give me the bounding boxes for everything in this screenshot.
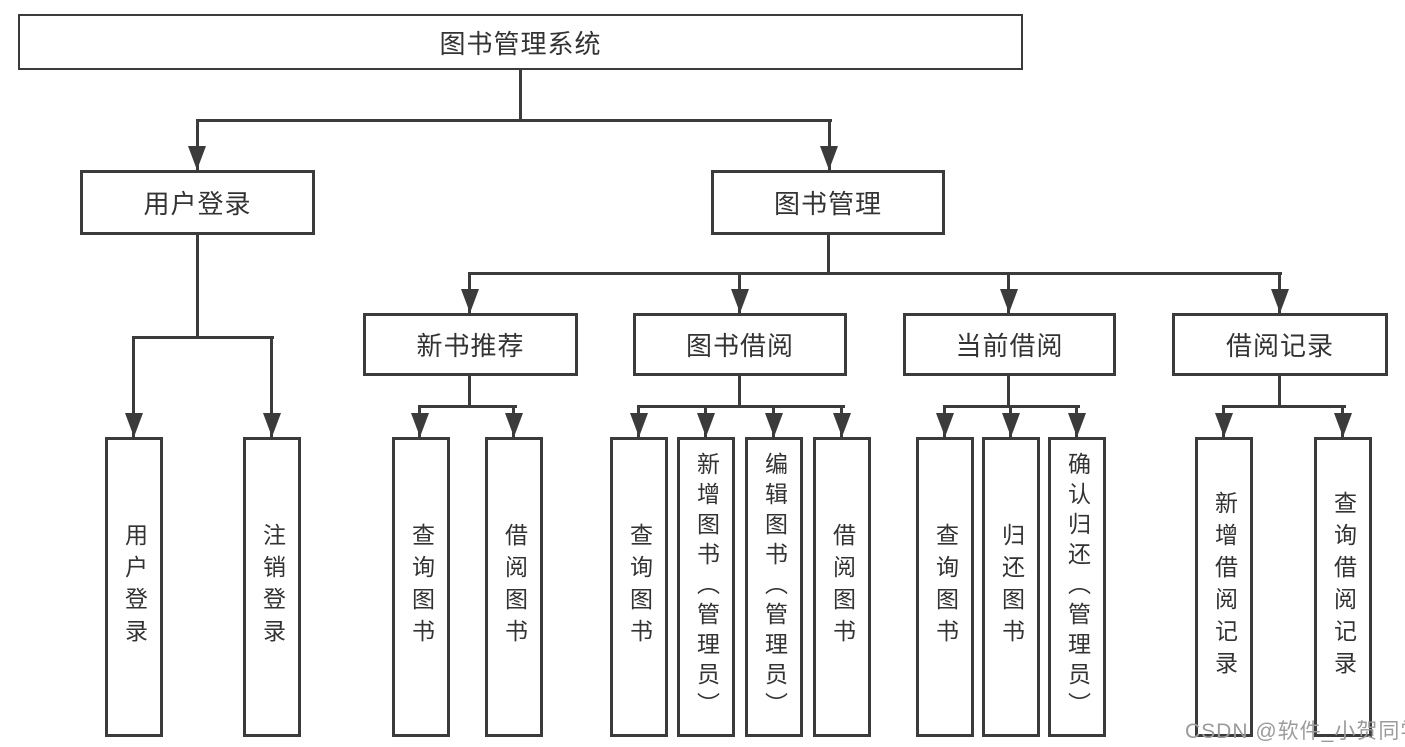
arrowhead-to-borrow-records bbox=[1271, 289, 1289, 313]
connector-bookmgmt-hline bbox=[468, 272, 1282, 275]
leaf-user-login: 用户登录 bbox=[105, 437, 163, 737]
leaf-bookborrow-add-label: 新增图书（管理员） bbox=[693, 452, 720, 722]
leaf-newbooks-query: 查询图书 bbox=[392, 437, 450, 737]
connector-userlogin-left-shaft bbox=[132, 336, 135, 437]
node-new-books-label: 新书推荐 bbox=[416, 331, 525, 361]
arrowhead-to-user-login bbox=[188, 146, 206, 170]
leaf-newbooks-query-label: 查询图书 bbox=[408, 523, 435, 651]
leaf-bookborrow-add: 新增图书（管理员） bbox=[677, 437, 735, 737]
node-borrow-records-label: 借阅记录 bbox=[1225, 331, 1334, 361]
leaf-bookborrow-query-label: 查询图书 bbox=[626, 523, 653, 651]
leaf-bookborrow-borrow-label: 借阅图书 bbox=[829, 523, 856, 651]
leaf-bookborrow-edit: 编辑图书（管理员） bbox=[745, 437, 803, 737]
connector-root-hline bbox=[196, 119, 832, 122]
node-book-borrow: 图书借阅 bbox=[633, 313, 847, 376]
connector-userlogin-right-shaft bbox=[270, 336, 273, 437]
node-root-label: 图书管理系统 bbox=[439, 28, 602, 59]
node-user-login: 用户登录 bbox=[80, 170, 315, 235]
arrowhead-to-br-add bbox=[1215, 413, 1233, 437]
leaf-currentborrow-query: 查询图书 bbox=[916, 437, 974, 737]
csdn-watermark: CSDN @软件_小贺同学 bbox=[1185, 720, 1405, 743]
leaf-currentborrow-confirm-label: 确认归还（管理员） bbox=[1064, 452, 1091, 722]
connector-newbooks-hline bbox=[418, 405, 517, 408]
arrowhead-to-leaf-logout bbox=[263, 413, 281, 437]
connector-bookborrow-hline bbox=[637, 405, 845, 408]
arrowhead-to-current-borrow bbox=[1000, 289, 1018, 313]
leaf-currentborrow-return-label: 归还图书 bbox=[998, 523, 1025, 651]
leaf-records-query-label: 查询借阅记录 bbox=[1330, 491, 1357, 683]
connector-userlogin-hline bbox=[132, 336, 274, 339]
arrowhead-to-bb-borrow bbox=[833, 413, 851, 437]
arrowhead-to-new-books bbox=[461, 289, 479, 313]
node-borrow-records: 借阅记录 bbox=[1172, 313, 1388, 376]
leaf-newbooks-borrow-label: 借阅图书 bbox=[501, 523, 528, 651]
leaf-logout: 注销登录 bbox=[243, 437, 301, 737]
node-user-login-label: 用户登录 bbox=[143, 189, 252, 219]
node-new-books: 新书推荐 bbox=[363, 313, 578, 376]
arrowhead-to-bb-query bbox=[630, 413, 648, 437]
node-book-mgmt: 图书管理 bbox=[711, 170, 945, 235]
leaf-bookborrow-query: 查询图书 bbox=[610, 437, 668, 737]
leaf-logout-label: 注销登录 bbox=[259, 523, 286, 651]
connector-borrowrecords-hline bbox=[1222, 405, 1346, 408]
arrowhead-to-book-mgmt bbox=[820, 146, 838, 170]
connector-root-vline bbox=[519, 68, 522, 121]
arrowhead-to-cb-query bbox=[936, 413, 954, 437]
leaf-bookborrow-borrow: 借阅图书 bbox=[813, 437, 871, 737]
leaf-currentborrow-confirm: 确认归还（管理员） bbox=[1048, 437, 1106, 737]
arrowhead-to-nb-borrow bbox=[505, 413, 523, 437]
arrowhead-to-bb-edit bbox=[765, 413, 783, 437]
connector-borrowrecords-vline bbox=[1278, 374, 1281, 407]
leaf-records-add: 新增借阅记录 bbox=[1195, 437, 1253, 737]
leaf-currentborrow-query-label: 查询图书 bbox=[932, 523, 959, 651]
leaf-currentborrow-return: 归还图书 bbox=[982, 437, 1040, 737]
arrowhead-to-nb-query bbox=[411, 413, 429, 437]
connector-root-right-shaft bbox=[828, 119, 831, 170]
connector-currentborrow-vline bbox=[1007, 374, 1010, 407]
node-root: 图书管理系统 bbox=[18, 14, 1023, 70]
arrowhead-to-br-query bbox=[1334, 413, 1352, 437]
connector-userlogin-vline bbox=[196, 233, 199, 338]
leaf-bookborrow-edit-label: 编辑图书（管理员） bbox=[761, 452, 788, 722]
node-book-mgmt-label: 图书管理 bbox=[773, 189, 882, 219]
connector-newbooks-vline bbox=[468, 374, 471, 407]
node-current-borrow-label: 当前借阅 bbox=[955, 331, 1064, 361]
leaf-records-add-label: 新增借阅记录 bbox=[1211, 491, 1238, 683]
leaf-records-query: 查询借阅记录 bbox=[1314, 437, 1372, 737]
leaf-user-login-label: 用户登录 bbox=[121, 523, 148, 651]
node-book-borrow-label: 图书借阅 bbox=[685, 331, 794, 361]
leaf-newbooks-borrow: 借阅图书 bbox=[485, 437, 543, 737]
connector-root-left-shaft bbox=[196, 119, 199, 170]
arrowhead-to-cb-return bbox=[1002, 413, 1020, 437]
arrowhead-to-bb-add bbox=[697, 413, 715, 437]
connector-bookmgmt-vline bbox=[827, 233, 830, 274]
connector-bookborrow-vline bbox=[738, 374, 741, 407]
arrowhead-to-leaf-user-login bbox=[125, 413, 143, 437]
arrowhead-to-book-borrow bbox=[731, 289, 749, 313]
arrowhead-to-cb-confirm bbox=[1068, 413, 1086, 437]
node-current-borrow: 当前借阅 bbox=[903, 313, 1116, 376]
